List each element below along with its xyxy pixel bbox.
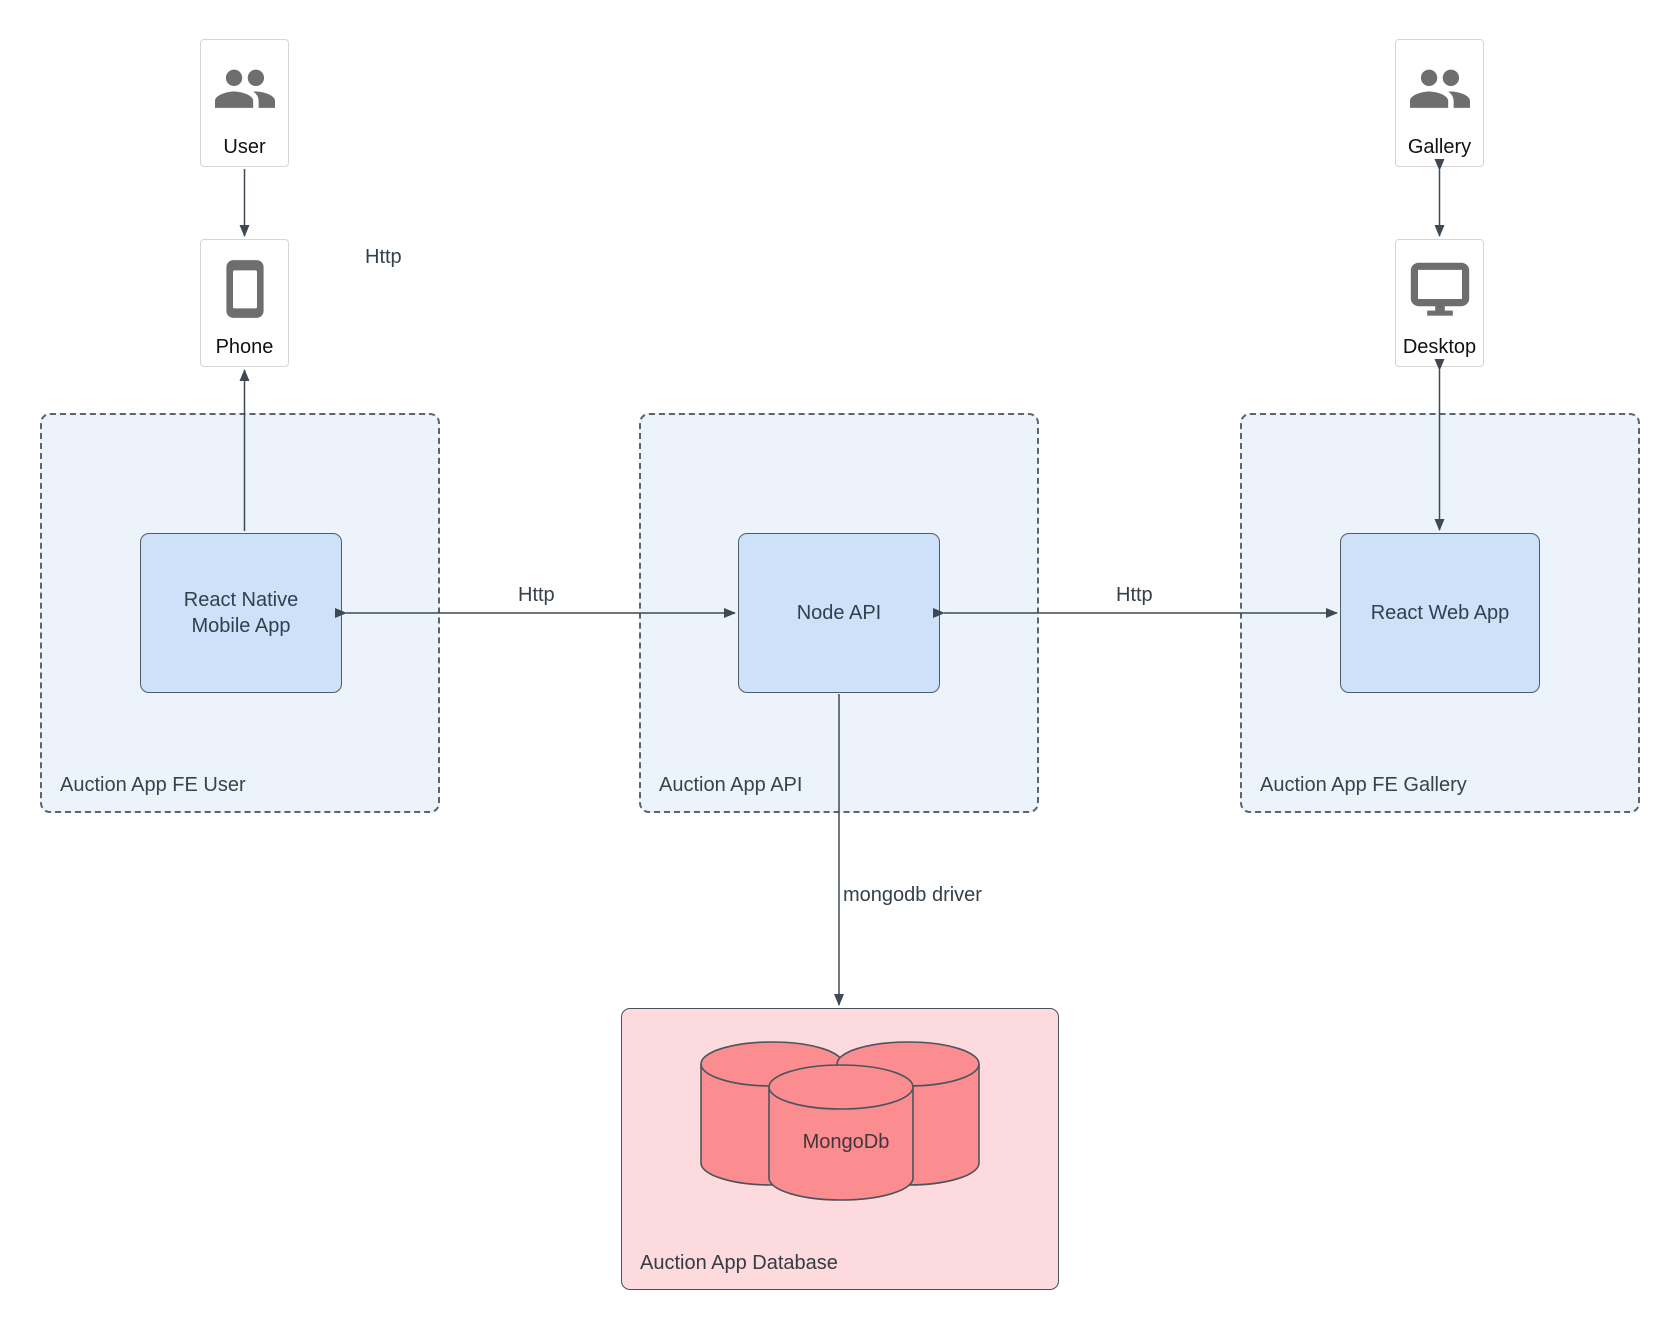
node-api-node: Node API [738,533,940,693]
desktop-node: Desktop [1395,239,1484,367]
phone-label: Phone [215,336,274,358]
react-native-mobile-app-node: React Native Mobile App [140,533,342,693]
smartphone-icon [201,240,288,337]
react-web-app-node: React Web App [1340,533,1540,693]
users-icon [201,40,288,137]
edge-label-http-user-phone: Http [365,246,402,268]
monitor-icon [1396,240,1483,337]
gallery-node: Gallery [1395,39,1484,167]
react-web-app-label: React Web App [1370,602,1510,624]
user-node: User [200,39,289,167]
node-api-label: Node API [796,602,882,624]
container-fe-user-label: Auction App FE User [60,774,246,796]
gallery-label: Gallery [1407,136,1472,158]
user-label: User [223,136,266,158]
container-database-label: Auction App Database [640,1252,838,1274]
container-fe-gallery-label: Auction App FE Gallery [1260,774,1467,796]
edge-label-mongodb-driver: mongodb driver [843,884,982,906]
phone-node: Phone [200,239,289,367]
users-icon [1396,40,1483,137]
container-api-label: Auction App API [659,774,803,796]
react-native-mobile-app-label: React Native Mobile App [183,589,299,637]
mongodb-label: MongoDb [802,1131,890,1153]
desktop-label: Desktop [1402,336,1477,358]
database-cylinders-icon [700,1041,980,1201]
edge-label-http-api-web: Http [1116,584,1153,606]
edge-label-http-mobile-api: Http [518,584,555,606]
